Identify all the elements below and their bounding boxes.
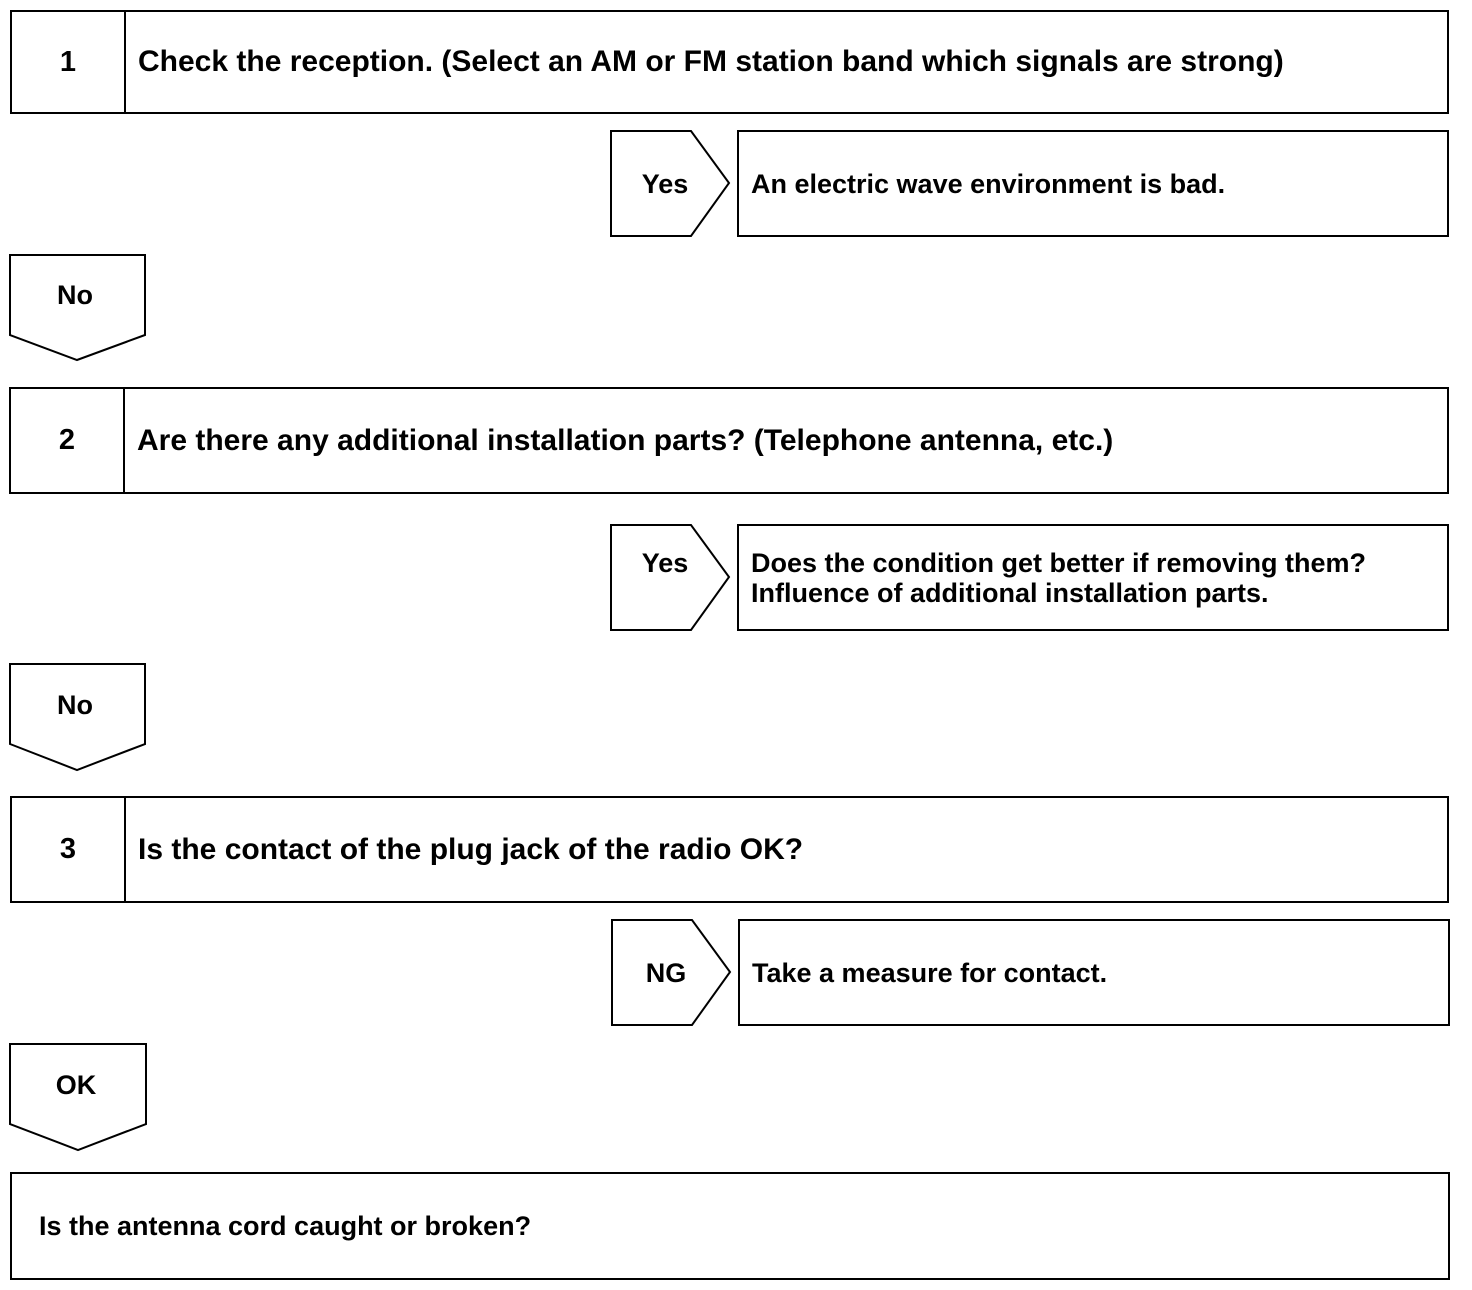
step-2-box: 2 Are there any additional installation …: [9, 387, 1449, 494]
branch-label: Yes: [642, 548, 689, 578]
result-box-1: An electric wave environment is bad.: [737, 130, 1449, 237]
branch-label: NG: [646, 958, 687, 988]
result-box-2: Does the condition get better if removin…: [737, 524, 1449, 631]
yes-arrow-1: Yes: [610, 130, 731, 237]
result-line: Influence of additional installation par…: [751, 578, 1269, 608]
no-arrow-1: No: [9, 254, 146, 362]
result-line: Take a measure for contact.: [752, 957, 1108, 988]
continue-label: No: [57, 280, 93, 310]
continue-label: No: [57, 690, 93, 720]
result-line: An electric wave environment is bad.: [751, 168, 1226, 199]
yes-arrow-2: Yes: [610, 524, 731, 631]
step-number: 1: [12, 12, 126, 112]
continue-label: OK: [56, 1070, 97, 1100]
final-step-text: Is the antenna cord caught or broken?: [39, 1210, 532, 1241]
ng-arrow-3: NG: [611, 919, 732, 1026]
step-question: Is the contact of the plug jack of the r…: [138, 832, 804, 866]
final-step-box: Is the antenna cord caught or broken?: [10, 1172, 1450, 1280]
step-question: Check the reception. (Select an AM or FM…: [138, 45, 1284, 78]
step-1-box: 1 Check the reception. (Select an AM or …: [10, 10, 1449, 114]
step-question: Are there any additional installation pa…: [137, 423, 1114, 457]
result-box-3: Take a measure for contact.: [738, 919, 1450, 1026]
result-line: Does the condition get better if removin…: [751, 548, 1367, 578]
step-number: 2: [11, 389, 125, 492]
no-arrow-2: No: [9, 663, 146, 772]
ok-arrow-3: OK: [9, 1043, 147, 1152]
step-number: 3: [12, 798, 126, 901]
step-3-box: 3 Is the contact of the plug jack of the…: [10, 796, 1449, 903]
branch-label: Yes: [642, 169, 689, 199]
